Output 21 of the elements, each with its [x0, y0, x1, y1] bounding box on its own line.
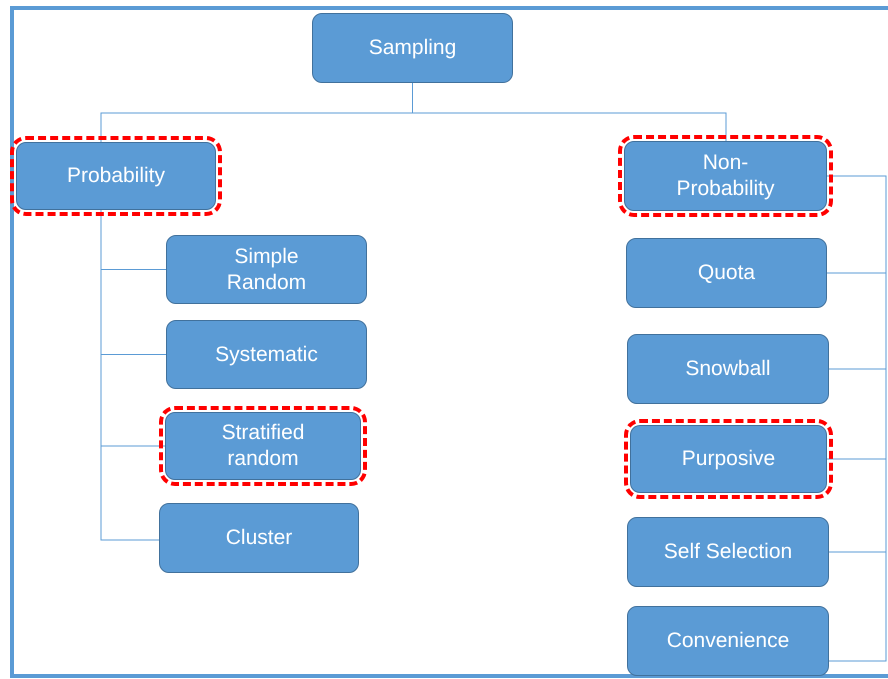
- node-label: Cluster: [226, 525, 292, 551]
- category-box: [627, 517, 829, 587]
- category-box: [312, 13, 513, 83]
- category-box: [627, 606, 829, 676]
- category-box: [166, 235, 367, 304]
- node-label: Systematic: [215, 342, 318, 368]
- category-box: [166, 320, 367, 389]
- node-label: Sampling: [368, 35, 456, 61]
- category-box: [627, 334, 829, 404]
- category-box: [626, 238, 827, 308]
- node-label: Self Selection: [664, 539, 792, 565]
- node-label: Purposive: [682, 446, 776, 472]
- node-label: Probability: [66, 163, 166, 189]
- node-label: Simple Random: [226, 244, 308, 296]
- node-label: Snowball: [685, 356, 771, 382]
- category-box: [159, 503, 359, 573]
- node-label: Non-Probability: [675, 150, 776, 202]
- node-label: Stratified random: [220, 420, 306, 472]
- connector-line: [826, 176, 886, 662]
- node-label: Convenience: [666, 628, 790, 654]
- node-label: Quota: [698, 260, 756, 286]
